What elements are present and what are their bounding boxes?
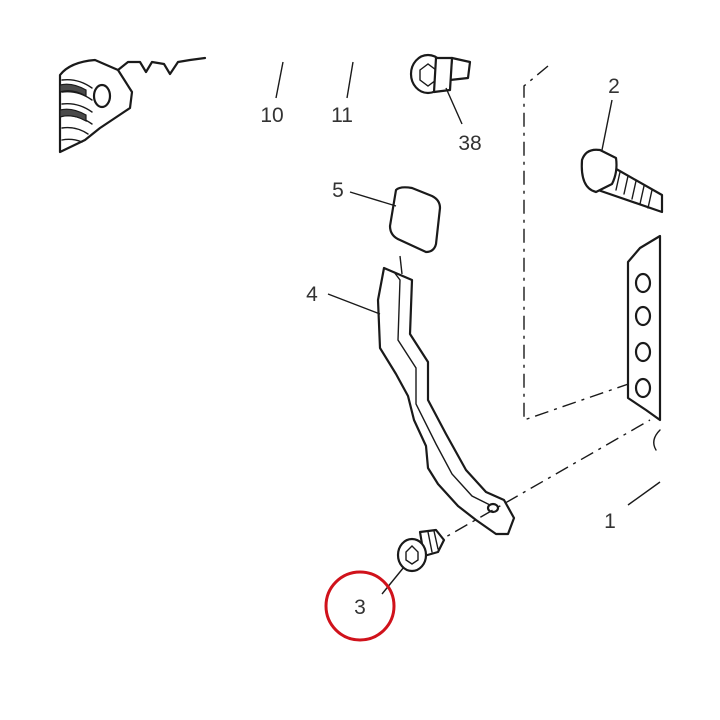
bolt-3: [396, 528, 446, 573]
flange-bolt-2: [580, 148, 664, 214]
callout-38: 38: [458, 132, 481, 155]
lever-pivot-hole: [486, 502, 500, 514]
callout-3-highlight-ring: [324, 570, 396, 642]
callout-5: 5: [332, 179, 344, 202]
callout-4: 4: [306, 283, 318, 306]
side-plate-holes: [634, 272, 652, 399]
pivot-axis-line: [429, 419, 651, 547]
dashed-boundary: [523, 65, 641, 421]
callout-3: 3: [354, 596, 366, 619]
callout-11: 11: [331, 104, 353, 127]
callout-2: 2: [608, 75, 620, 98]
pedal-pad-5: [388, 186, 442, 254]
callout-10: 10: [260, 104, 283, 127]
callout-1: 1: [604, 510, 616, 533]
pedal-lever-4: [376, 266, 516, 536]
cap-screw-38: [409, 53, 472, 95]
gear-shaft-assembly: [58, 56, 207, 154]
